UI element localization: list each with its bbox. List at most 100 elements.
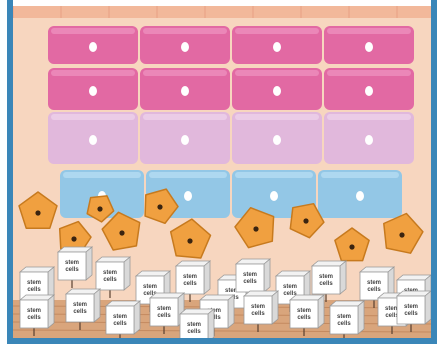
cube-front-face [180,314,208,342]
cell-nucleus [181,135,189,145]
cell-nucleus [273,86,281,96]
stem-cell-label: stem [187,322,201,328]
stem-cell-label: cells [319,281,333,287]
pentagon-nucleus [253,226,258,231]
stem-cell-label: cells [404,311,418,317]
cube-side-face [425,291,431,324]
stem-cell-label: cells [157,313,171,319]
cube-side-face [318,295,324,328]
cell-highlight [149,172,227,178]
stem-cell-label: cells [251,311,265,317]
cell-highlight [143,70,227,76]
left-frame [7,0,13,344]
cell-nucleus [181,86,189,96]
cube-side-face [340,261,346,294]
cell-nucleus [184,191,192,201]
cube-side-face [264,259,270,292]
cell-nucleus [365,86,373,96]
right-frame [431,0,437,344]
cube-front-face [236,264,264,292]
cube-front-face [106,306,134,334]
stem-cell-label: stem [143,284,157,290]
top-strip-band [13,6,431,18]
stem-cell-label: cells [65,267,79,273]
cube-front-face [20,300,48,328]
cell-highlight [51,70,135,76]
stem-cell-label: cells [367,287,381,293]
cube-front-face [66,294,94,322]
cell-highlight [235,114,319,120]
cell-highlight [235,70,319,76]
cube-side-face [134,301,140,334]
stem-cell-label: cells [73,309,87,315]
stem-cell-label: stem [27,308,41,314]
cell-nucleus [89,42,97,52]
cube-side-face [208,309,214,342]
cell-highlight [327,28,411,34]
cube-side-face [358,301,364,334]
stem-cell-label: cells [243,279,257,285]
pentagon-nucleus [71,236,76,241]
pentagon-nucleus [349,244,354,249]
cell-highlight [327,114,411,120]
stem-cell-label: cells [113,321,127,327]
stem-cell-label: stem [297,308,311,314]
stem-cell-label: cells [183,281,197,287]
cell-highlight [321,172,399,178]
pentagon-nucleus [35,210,40,215]
stem-cell-label: stem [283,284,297,290]
cell-highlight [235,172,313,178]
cell-highlight [143,114,227,120]
cube-front-face [176,266,204,294]
cell-nucleus [270,191,278,201]
cube-front-face [58,252,86,280]
pentagon-nucleus [119,230,124,235]
stem-cell-label: stem [73,302,87,308]
stem-cell-label: cells [103,277,117,283]
stem-cell-label: cells [297,315,311,321]
cell-highlight [235,28,319,34]
pentagon-nucleus [303,218,308,223]
cube-front-face [150,298,178,326]
pentagon-nucleus [157,204,162,209]
cell-highlight [63,172,141,178]
cell-highlight [51,28,135,34]
cell-nucleus [181,42,189,52]
stem-cell-label: stem [183,274,197,280]
stem-cell-label: cells [337,321,351,327]
stem-cell-label: stem [65,260,79,266]
top-cell-strip [13,6,431,18]
stem-cell-label: stem [367,280,381,286]
cell-nucleus [365,135,373,145]
cube-front-face [330,306,358,334]
stem-cell-label: cells [27,315,41,321]
cell-highlight [143,28,227,34]
cell-nucleus [89,135,97,145]
stem-cell-label: stem [251,304,265,310]
cell-highlight [51,114,135,120]
stem-cell-label: cells [27,287,41,293]
pentagon-nucleus [97,206,102,211]
pentagon-nucleus [187,238,192,243]
cube-front-face [290,300,318,328]
stem-cell-label: stem [103,270,117,276]
cube-side-face [94,289,100,322]
cube-side-face [86,247,92,280]
cell-nucleus [89,86,97,96]
cell-highlight [327,70,411,76]
cube-side-face [228,295,234,328]
stem-cell-label: stem [337,314,351,320]
bottom-frame [7,338,437,344]
stem-cell-label: stem [113,314,127,320]
cube-front-face [312,266,340,294]
cube-front-face [397,296,425,324]
cube-front-face [96,262,124,290]
cube-side-face [48,295,54,328]
cube-side-face [124,257,130,290]
pentagon-nucleus [399,232,404,237]
cube-side-face [272,291,278,324]
stem-cell-label: stem [27,280,41,286]
stem-cell-label: cells [187,329,201,335]
stem-cell-label: stem [157,306,171,312]
